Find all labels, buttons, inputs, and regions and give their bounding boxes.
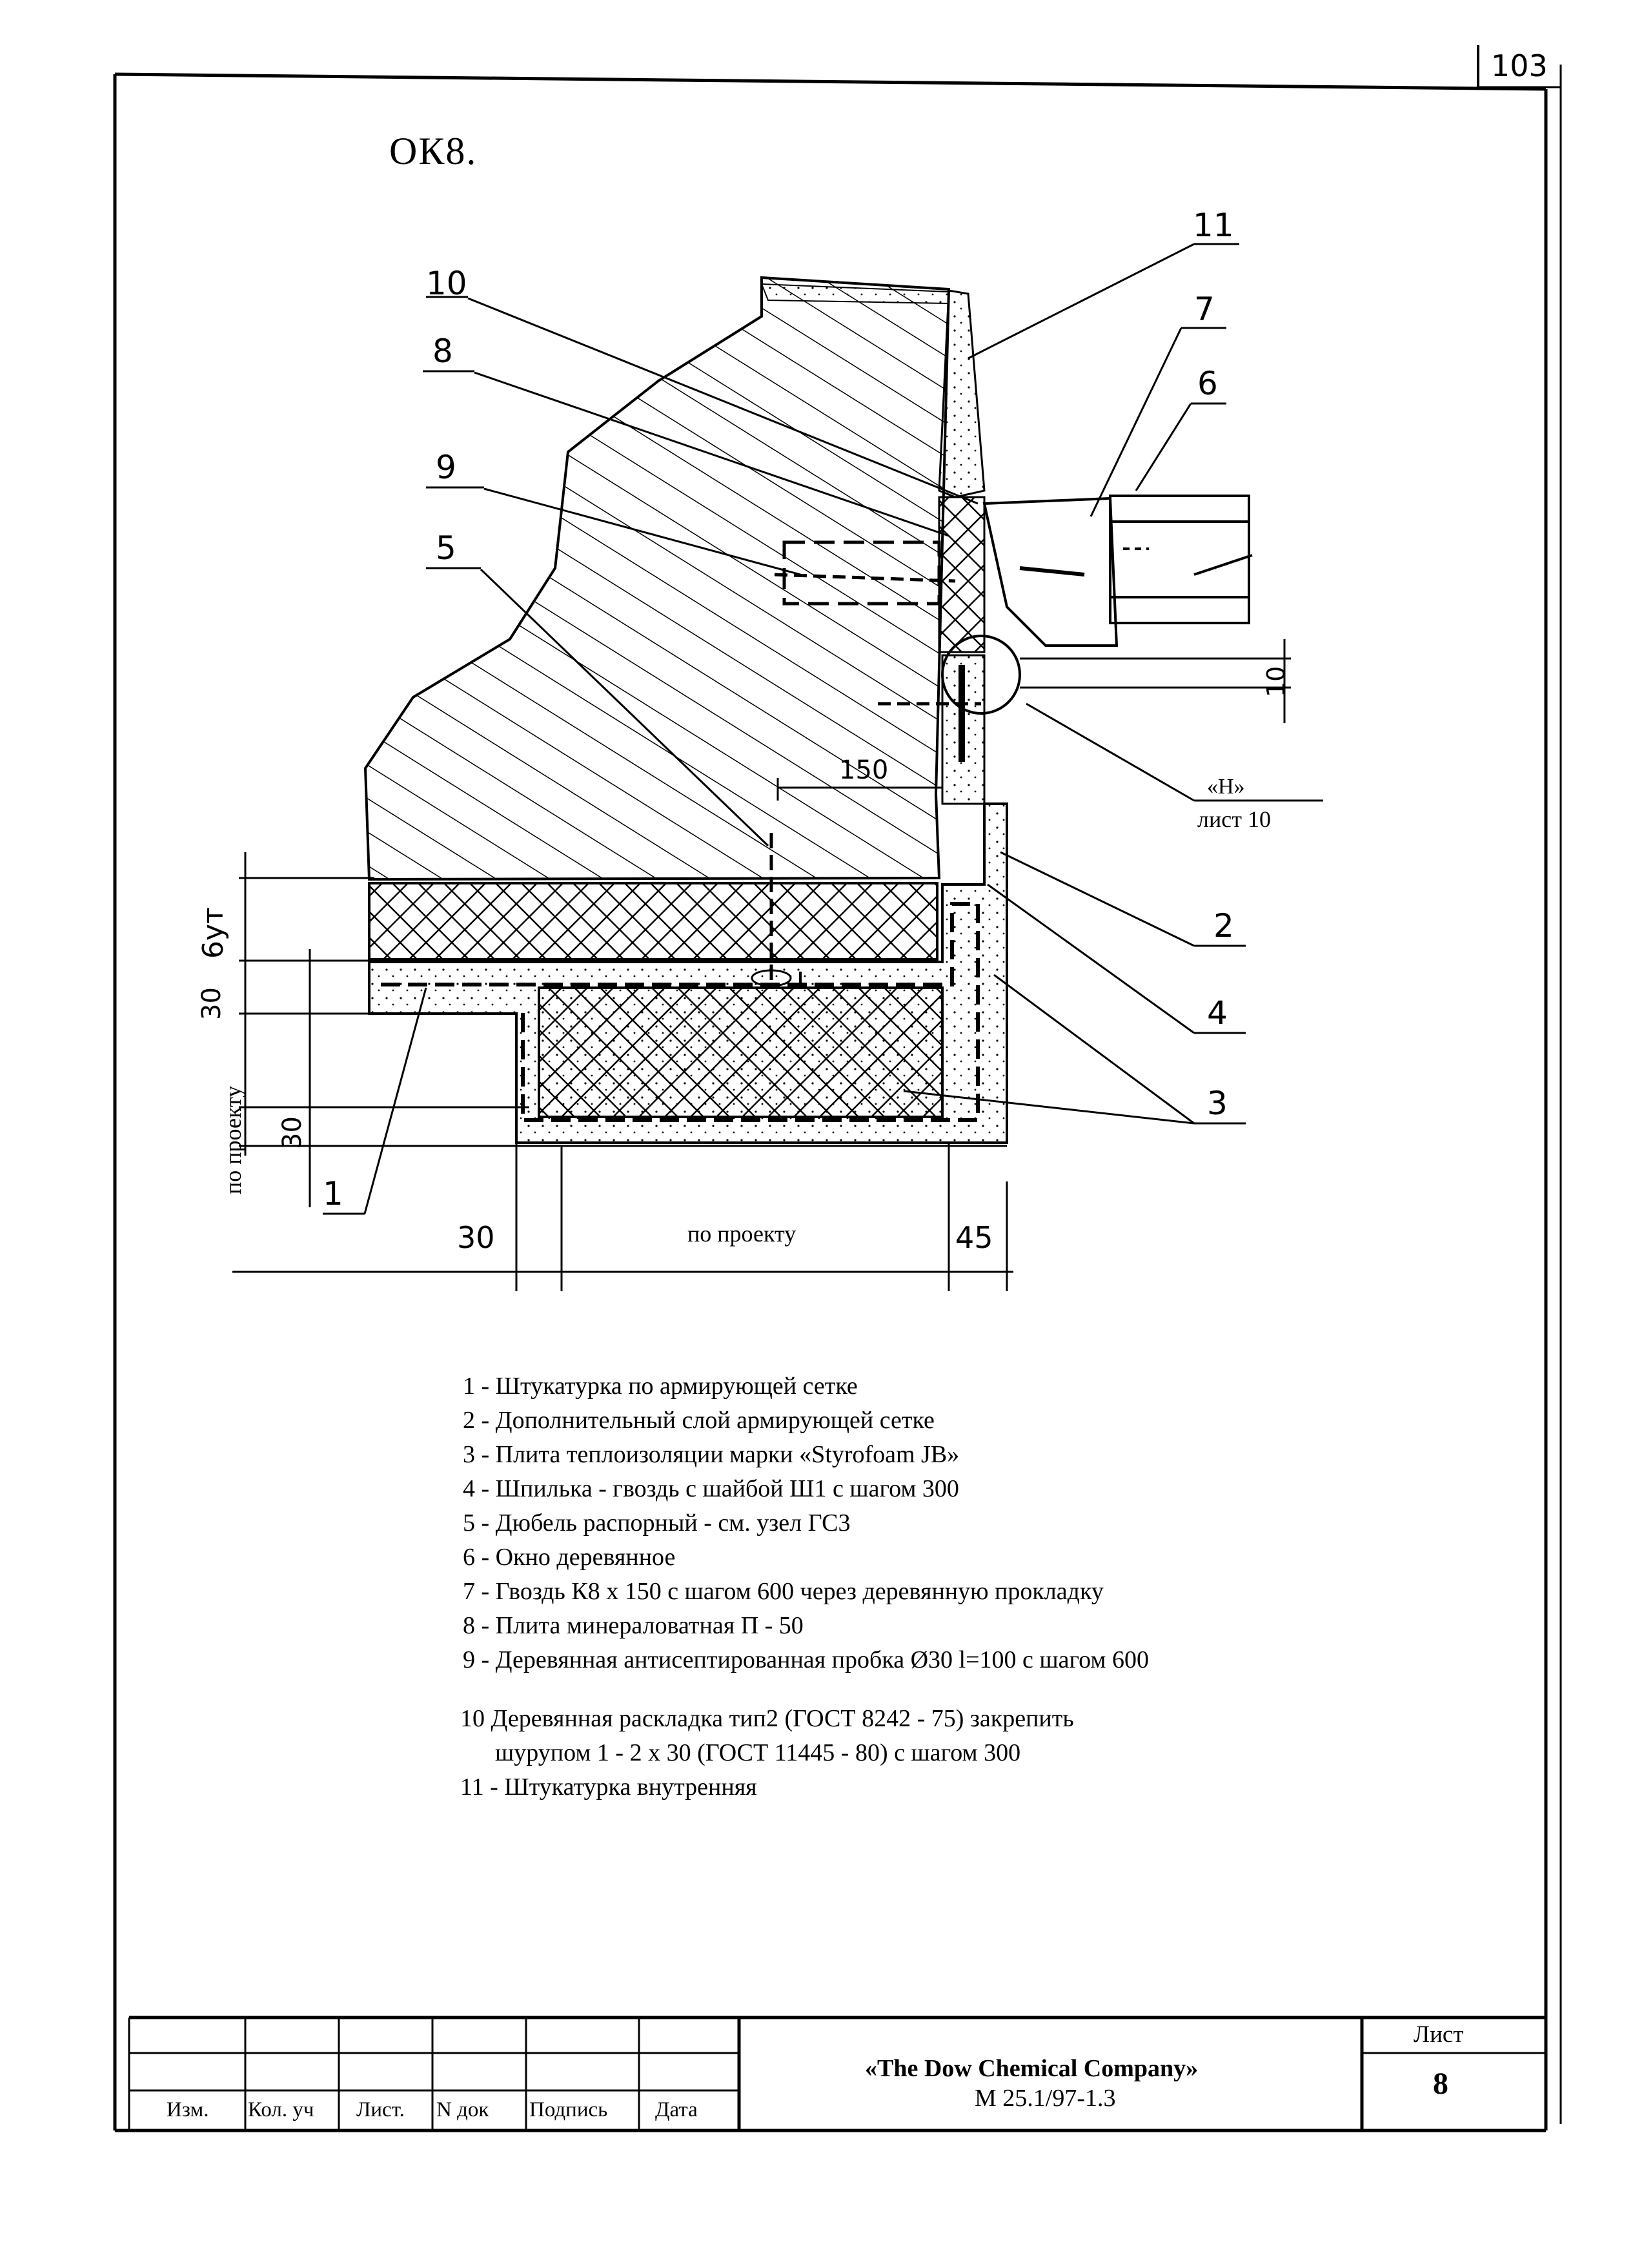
- callout-10: 10: [426, 265, 467, 302]
- sheet-number: 8: [1433, 2067, 1448, 2101]
- callout-9: 9: [436, 449, 456, 486]
- legend-item-4: 4 - Шпилька - гвоздь с шайбой Ш1 с шагом…: [463, 1475, 959, 1502]
- legend-item-10-continued: шурупом 1 - 2 х 30 (ГОСТ 11445 - 80) с ш…: [495, 1739, 1021, 1766]
- dimension-lines: [232, 639, 1291, 1291]
- tb-col-sheet: Лист.: [356, 2098, 405, 2121]
- legend-item-8: 8 - Плита минераловатная П - 50: [463, 1612, 804, 1639]
- callout-5: 5: [436, 529, 456, 567]
- callout-2: 2: [1213, 907, 1234, 945]
- tb-col-doc: N док: [436, 2098, 489, 2121]
- tb-col-date: Дата: [655, 2098, 698, 2121]
- dim-45: 45: [955, 1220, 993, 1255]
- callout-11: 11: [1193, 207, 1234, 244]
- legend-item-11: 11 - Штукатурка внутренняя: [460, 1773, 757, 1801]
- sheet-frame: [113, 45, 1562, 2132]
- callout-4: 4: [1207, 994, 1228, 1032]
- tb-col-count: Кол. уч: [248, 2098, 314, 2121]
- external-plaster: [368, 802, 1008, 1144]
- legend-item-1: 1 - Штукатурка по армирующей сетке: [463, 1373, 858, 1400]
- legend-item-10: 10 Деревянная раскладка тип2 (ГОСТ 8242 …: [460, 1705, 1074, 1732]
- node-reference: «Н»: [1207, 775, 1245, 799]
- wooden-plug: [782, 540, 941, 606]
- callout-1: 1: [323, 1175, 343, 1212]
- tb-col-change: Изм.: [167, 2098, 209, 2121]
- page-number: 103: [1491, 48, 1548, 83]
- legend-item-5: 5 - Дюбель распорный - см. узел ГС3: [463, 1509, 851, 1537]
- company-name: «The Dow Chemical Company»: [865, 2055, 1199, 2082]
- legend-item-6: 6 - Окно деревянное: [463, 1544, 676, 1571]
- callout-8: 8: [432, 332, 453, 370]
- node-reference-sheet: лист 10: [1197, 806, 1271, 832]
- legend-item-7: 7 - Гвоздь К8 х 150 с шагом 600 через де…: [463, 1578, 1104, 1605]
- reveal-insulation: [938, 496, 986, 805]
- callout-7: 7: [1194, 291, 1215, 328]
- legend-item-9: 9 - Деревянная антисептированная пробка …: [463, 1646, 1149, 1673]
- tb-col-signature: Подпись: [529, 2098, 608, 2121]
- sheet-label: Лист: [1414, 2021, 1464, 2048]
- callout-6: 6: [1197, 365, 1218, 402]
- document-number: М 25.1/97-1.3: [975, 2085, 1116, 2112]
- dim-by-project-bottom: по проекту: [687, 1221, 796, 1247]
- insulation-top: [368, 882, 938, 961]
- internal-plaster: [938, 289, 986, 498]
- legend-item-2: 2 - Дополнительный слой армирующей сетке: [463, 1407, 935, 1434]
- detail-title: ОК8.: [389, 130, 478, 172]
- wooden-window: [941, 495, 1253, 715]
- legend-item-3: 3 - Плита теплоизоляции марки «Styrofoam…: [463, 1441, 960, 1468]
- callout-3: 3: [1207, 1085, 1228, 1122]
- dim-30-horizontal: 30: [457, 1220, 495, 1255]
- dim-150: 150: [839, 755, 889, 785]
- leader-lines: [323, 243, 1323, 1215]
